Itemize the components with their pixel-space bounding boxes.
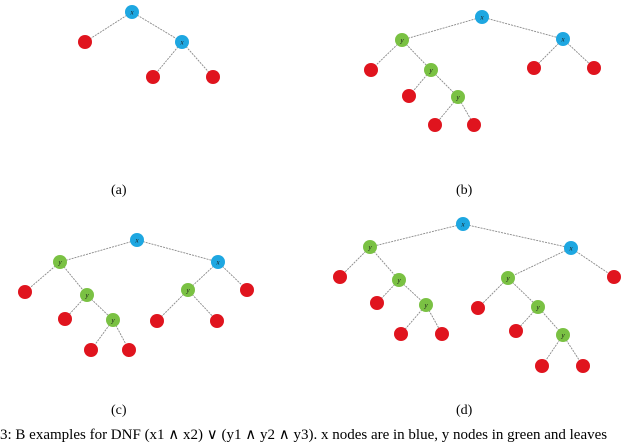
tree-b-node-glyph: x (560, 36, 565, 44)
tree-c-y-node (106, 313, 120, 327)
subfigure-c-label: (c) (111, 403, 127, 418)
tree-d-node-glyph: y (560, 332, 565, 340)
tree-b-y-node (424, 63, 438, 77)
tree-c-edge (59, 261, 88, 296)
tree-c-edge (136, 239, 219, 263)
tree-c-x-node (211, 255, 225, 269)
tree-b-x-node (475, 10, 489, 24)
tree-d-node-glyph: x (568, 245, 573, 253)
tree-b-node-glyph: y (455, 94, 460, 102)
tree-a-leaf-node (78, 35, 92, 49)
figure: x x y y y x x y y y y x x y y y y y y x x (a) (b) (c) (d) (18, 5, 621, 418)
subfigure-b-label: (b) (456, 183, 473, 198)
tree-d-leaf-node (471, 301, 485, 315)
tree-d-edge (376, 279, 400, 304)
tree-c-node-glyph: y (185, 287, 190, 295)
tree-d-leaf-node (509, 324, 523, 338)
tree-b-edge (562, 38, 595, 69)
tree-b-y-node (395, 33, 409, 47)
tree-c-leaf-node (122, 343, 136, 357)
tree-d-edge (369, 223, 464, 248)
tree-d-edge (570, 247, 615, 278)
tree-d-x-node (564, 241, 578, 255)
tree-c-y-node (80, 288, 94, 302)
tree-b-leaf-node (364, 63, 378, 77)
tree-a-leaf-node (206, 70, 220, 84)
tree-c-x-node (130, 233, 144, 247)
tree-b-leaf-node (587, 61, 601, 75)
tree-b-leaf-node (527, 61, 541, 75)
tree-a-node-glyph: x (129, 9, 134, 17)
tree-a-x-node (125, 5, 139, 19)
figure-caption: 3: B examples for DNF (x1 ∧ x2) ∨ (y1 ∧ … (0, 427, 608, 443)
tree-d-y-node (556, 328, 570, 342)
tree-b-node-glyph: y (399, 37, 404, 45)
tree-a-edge (152, 41, 183, 78)
tree-c-leaf-node (240, 283, 254, 297)
tree-b-edge (401, 16, 483, 41)
tree-d-edge (477, 277, 509, 309)
tree-c-edge (59, 239, 138, 263)
tree-b-node-glyph: x (479, 14, 484, 22)
tree-d-node-glyph: y (396, 277, 401, 285)
tree-c-edge (187, 289, 218, 322)
tree-a-edge (131, 11, 183, 43)
tree-d-node-glyph: y (505, 275, 510, 283)
tree-c-edge (24, 261, 61, 293)
subfigure-a-label: (a) (111, 183, 127, 198)
tree-d-y-node (419, 298, 433, 312)
tree-a-edge (181, 41, 214, 78)
tree-c-node-glyph: y (57, 259, 62, 267)
tree-d-node-glyph: x (460, 221, 465, 229)
tree-c-leaf-node (58, 312, 72, 326)
tree-d-leaf-node (535, 359, 549, 373)
tree-d-y-node (531, 300, 545, 314)
tree-d-edge (507, 247, 572, 279)
tree-c-edge (156, 289, 189, 322)
tree-c-node-glyph: y (84, 292, 89, 300)
tree-d-leaf-node (333, 270, 347, 284)
tree-b-leaf-node (402, 89, 416, 103)
tree-b-node-glyph: y (428, 67, 433, 75)
tree-a-node-glyph: x (179, 39, 184, 47)
tree-c-node-glyph: x (215, 259, 220, 267)
tree-a-leaf-node (146, 70, 160, 84)
tree-b-edge (481, 16, 564, 40)
tree-a-edge (84, 11, 133, 43)
tree-d-y-node (392, 273, 406, 287)
tree-d-y-node (501, 271, 515, 285)
tree-d-leaf-node (435, 327, 449, 341)
tree-d-edge (369, 246, 400, 281)
tree-d-y-node (363, 240, 377, 254)
tree-c-y-node (53, 255, 67, 269)
tree-b-leaf-node (428, 118, 442, 132)
tree-d-leaf-node (394, 327, 408, 341)
tree-b-leaf-node (467, 118, 481, 132)
tree-b-edge (457, 96, 475, 126)
tree-c-leaf-node (210, 314, 224, 328)
tree-c-leaf-node (150, 314, 164, 328)
tree-c-node-glyph: y (110, 317, 115, 325)
subfigure-d-label: (d) (456, 403, 473, 418)
tree-b-y-node (451, 90, 465, 104)
tree-d-node-glyph: y (367, 244, 372, 252)
tree-d-node-glyph: y (535, 304, 540, 312)
tree-b-edge (370, 39, 403, 71)
tree-d-node-glyph: y (423, 302, 428, 310)
tree-a-x-node (175, 35, 189, 49)
tree-d-edge (462, 223, 572, 249)
tree-d-x-node (456, 217, 470, 231)
tree-d-edge (339, 246, 371, 278)
tree-d-leaf-node (370, 296, 384, 310)
tree-c-leaf-node (18, 285, 32, 299)
tree-d-leaf-node (607, 270, 621, 284)
tree-d-leaf-node (576, 359, 590, 373)
tree-b-x-node (556, 32, 570, 46)
tree-c-node-glyph: x (134, 237, 139, 245)
tree-c-leaf-node (84, 343, 98, 357)
tree-c-y-node (181, 283, 195, 297)
